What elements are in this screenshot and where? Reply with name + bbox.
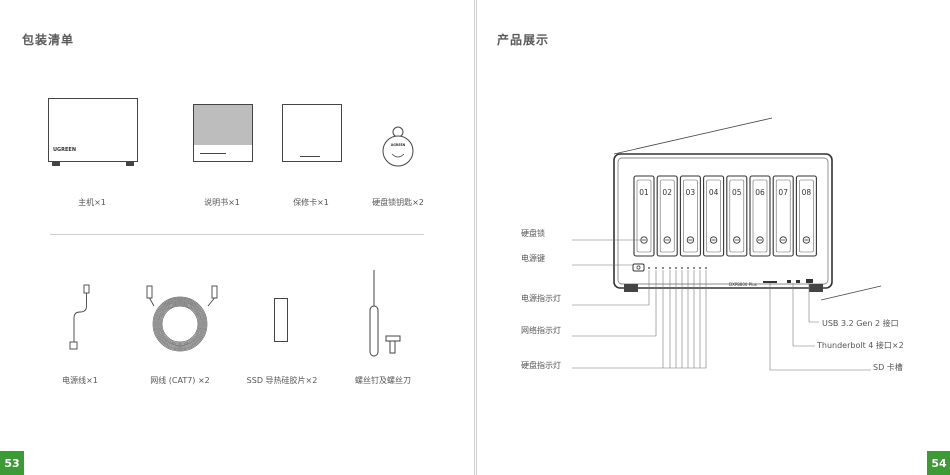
drive-bay: 08 (796, 176, 816, 256)
callout-sd-slot: SD 卡槽 (873, 362, 903, 373)
item-warranty-label: 保修卡×1 (293, 197, 329, 208)
item-screws-label: 螺丝钉及螺丝刀 (355, 375, 411, 386)
callout-power-indicator: 电源指示灯 (521, 293, 561, 304)
nas-host-illustration: UGREEN (48, 98, 138, 168)
device-model-label: DXP8800 Plus (729, 282, 757, 287)
drive-bay-number: 05 (732, 188, 742, 197)
item-host-label: 主机×1 (78, 197, 106, 208)
drive-bay-number: 08 (802, 188, 812, 197)
item-thermal-pad-label: SSD 导热硅胶片×2 (247, 375, 318, 386)
drive-bay-number: 06 (755, 188, 765, 197)
callout-drive-lock: 硬盘锁 (521, 228, 545, 239)
drive-bay-number: 03 (686, 188, 696, 197)
drive-bay-number: 04 (709, 188, 719, 197)
key-brand-text: UGREEN (391, 143, 406, 147)
screw-screwdriver-illustration (360, 268, 410, 360)
packing-list-title: 包装清单 (22, 31, 74, 48)
network-cable-illustration (138, 282, 224, 362)
drive-bay: 01 (634, 176, 654, 256)
drive-bay: 05 (727, 176, 747, 256)
drive-bay: 02 (657, 176, 677, 256)
drive-key-illustration: UGREEN (378, 126, 418, 170)
warranty-card-illustration (282, 104, 342, 162)
drive-bay: 03 (680, 176, 700, 256)
drive-bay: 04 (704, 176, 724, 256)
drive-bay: 06 (750, 176, 770, 256)
drive-bay-number: 02 (662, 188, 672, 197)
item-key-label: 硬盘锁钥匙×2 (372, 197, 424, 208)
power-cord-illustration (60, 282, 100, 354)
drive-bay-number: 07 (778, 188, 788, 197)
row-divider (50, 234, 424, 235)
drive-bay-number: 01 (639, 188, 649, 197)
item-network-cable-label: 网线 (CAT7) ×2 (150, 375, 210, 386)
page-number-left: 53 (0, 451, 24, 475)
callout-usb-port: USB 3.2 Gen 2 接口 (822, 318, 899, 329)
callout-drive-indicator: 硬盘指示灯 (521, 360, 561, 371)
host-brand-text: UGREEN (53, 147, 76, 153)
callout-thunderbolt-ports: Thunderbolt 4 接口×2 (817, 340, 904, 351)
item-manual-label: 说明书×1 (204, 197, 240, 208)
thermal-pad-illustration (274, 298, 288, 342)
left-page: 包装清单 UGREEN UGREEN 主机×1 说明书×1 保修卡×1 硬盘锁钥… (0, 0, 475, 475)
drive-bay: 07 (773, 176, 793, 256)
manual-illustration (193, 104, 253, 162)
page-number-right: 54 (927, 451, 950, 475)
callout-power-button: 电源键 (521, 253, 545, 264)
callout-network-indicator: 网络指示灯 (521, 325, 561, 336)
item-power-cord-label: 电源线×1 (62, 375, 98, 386)
